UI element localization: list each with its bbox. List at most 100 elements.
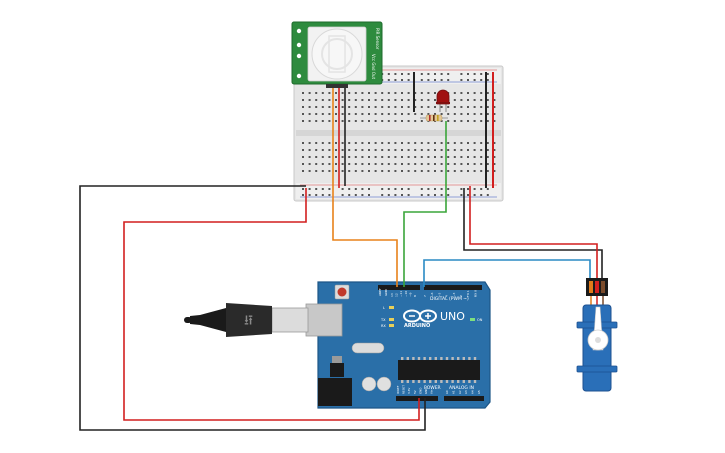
- breadboard-hole: [440, 149, 443, 151]
- rail-hole: [354, 194, 357, 196]
- breadboard-hole: [427, 106, 430, 108]
- wire-servo-signal-blue: [423, 259, 591, 287]
- breadboard-hole: [374, 92, 377, 94]
- rail-hole: [401, 188, 403, 190]
- power-pin-label: RESET: [402, 385, 406, 394]
- breadboard-hole: [328, 156, 331, 158]
- breadboard-hole: [354, 120, 357, 122]
- digital-pin-label: ~9: [408, 292, 412, 297]
- breadboard-hole: [427, 113, 430, 115]
- breadboard-hole: [315, 99, 318, 101]
- breadboard-hole: [394, 156, 397, 158]
- rail-hole: [460, 188, 463, 190]
- led-on-label: ON: [477, 318, 483, 322]
- breadboard-hole: [427, 99, 430, 101]
- breadboard-hole: [335, 170, 337, 172]
- breadboard-hole: [335, 149, 337, 151]
- digital-pin-label: ~6: [430, 292, 434, 297]
- breadboard-hole: [480, 142, 483, 144]
- rail-hole: [321, 194, 324, 196]
- rail-hole: [447, 194, 450, 196]
- breadboard-hole: [467, 113, 469, 115]
- breadboard-hole: [394, 142, 397, 144]
- breadboard-hole: [381, 120, 384, 122]
- breadboard-hole: [361, 156, 364, 158]
- rail-hole: [407, 194, 410, 196]
- breadboard-hole: [453, 163, 456, 165]
- usb-cable: ⭿: [184, 303, 343, 337]
- breadboard-hole: [420, 170, 423, 172]
- breadboard-hole: [328, 92, 331, 94]
- rail-hole: [480, 79, 483, 81]
- breadboard-hole: [414, 170, 417, 172]
- breadboard-hole: [467, 156, 469, 158]
- atmega-chip: [398, 360, 480, 380]
- chip-pin: [451, 380, 454, 383]
- breadboard-hole: [480, 156, 483, 158]
- breadboard-hole: [374, 106, 377, 108]
- rail-hole: [341, 194, 344, 196]
- breadboard-hole: [335, 142, 337, 144]
- breadboard-hole: [321, 113, 324, 115]
- breadboard-hole: [434, 142, 436, 144]
- breadboard-hole: [381, 163, 384, 165]
- rail-hole: [381, 188, 384, 190]
- chip-pin: [473, 380, 477, 383]
- breadboard-hole: [401, 142, 403, 144]
- breadboard-hole: [348, 99, 351, 101]
- arduino-model: UNO: [440, 310, 465, 323]
- breadboard-hole: [414, 149, 417, 151]
- rail-hole: [328, 188, 331, 190]
- breadboard-hole: [440, 170, 443, 172]
- breadboard-hole: [407, 156, 410, 158]
- rail-hole: [486, 188, 489, 190]
- breadboard-hole: [460, 142, 463, 144]
- rail-hole: [420, 188, 423, 190]
- breadboard-hole: [407, 92, 410, 94]
- chip-pin: [440, 380, 443, 383]
- rail-hole: [486, 194, 489, 196]
- breadboard-hole: [420, 120, 423, 122]
- breadboard-hole: [394, 149, 397, 151]
- servo-motor: [576, 278, 618, 392]
- breadboard-hole: [414, 106, 417, 108]
- breadboard-hole: [308, 170, 311, 172]
- breadboard-hole: [460, 113, 463, 115]
- breadboard-hole: [361, 99, 364, 101]
- breadboard-hole: [467, 142, 469, 144]
- rail-hole: [308, 188, 311, 190]
- pir-dome-icon: [311, 28, 363, 80]
- breadboard-hole: [473, 120, 476, 122]
- breadboard-hole: [368, 92, 370, 94]
- breadboard-hole: [453, 149, 456, 151]
- breadboard-hole: [473, 142, 476, 144]
- breadboard-hole: [486, 142, 489, 144]
- breadboard-hole: [467, 163, 469, 165]
- breadboard-hole: [354, 170, 357, 172]
- mounting-hole-icon: [296, 28, 302, 34]
- rail-hole: [420, 194, 423, 196]
- rail-hole: [440, 194, 443, 196]
- breadboard-hole: [414, 99, 417, 101]
- digital-pin-label: TX 1: [466, 290, 470, 298]
- breadboard-hole: [434, 99, 436, 101]
- breadboard-hole: [420, 92, 423, 94]
- rail-hole: [480, 188, 483, 190]
- rail-hole: [315, 194, 318, 196]
- breadboard-hole: [473, 149, 476, 151]
- chip-pin: [457, 357, 460, 360]
- digital-pin-label: 13: [390, 293, 394, 297]
- breadboard-hole: [453, 92, 456, 94]
- breadboard-hole: [302, 99, 304, 101]
- breadboard-hole: [335, 113, 337, 115]
- breadboard-hole: [315, 106, 318, 108]
- breadboard-hole: [493, 92, 496, 94]
- breadboard-hole: [321, 170, 324, 172]
- breadboard-hole: [453, 113, 456, 115]
- breadboard-hole: [308, 156, 311, 158]
- breadboard-hole: [467, 106, 469, 108]
- pir-side-label-top: PIR Sensor: [375, 28, 380, 50]
- breadboard-hole: [440, 113, 443, 115]
